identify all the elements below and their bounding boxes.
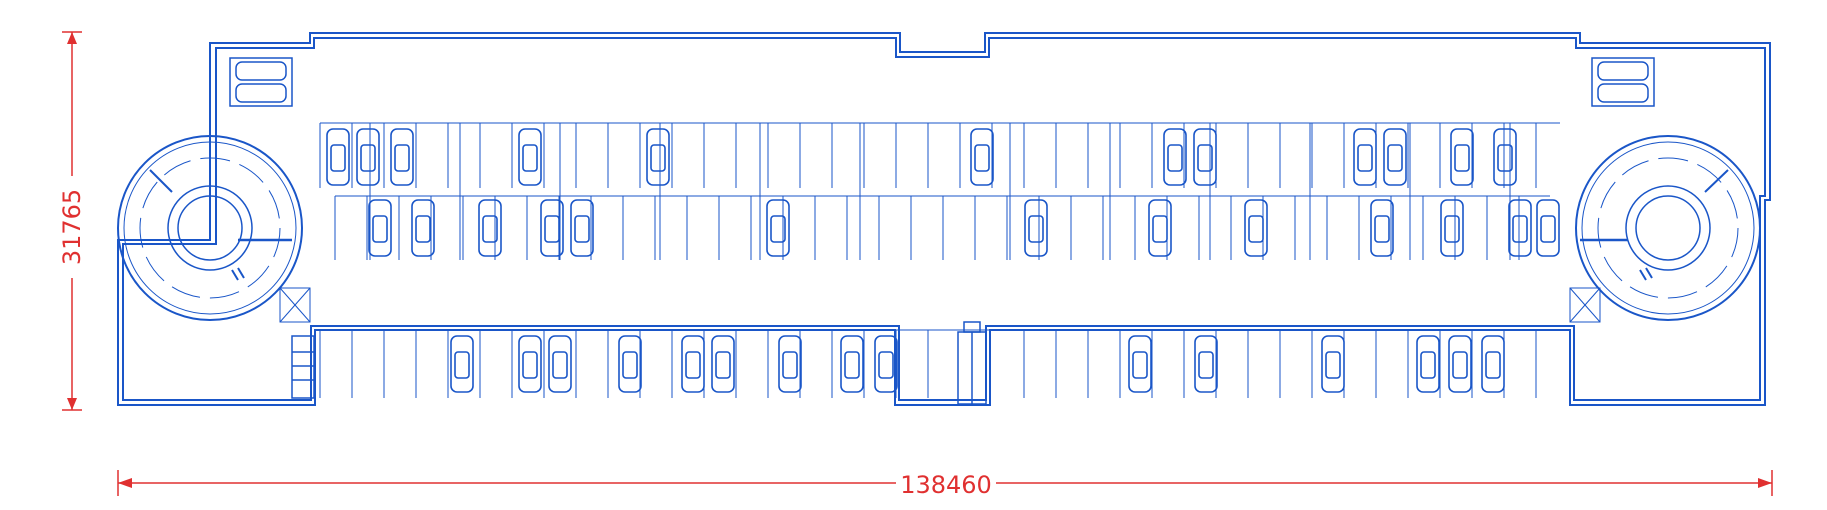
parked-car	[368, 199, 392, 257]
parked-car	[411, 199, 435, 257]
parked-car	[450, 335, 474, 393]
parked-car	[840, 335, 864, 393]
center-stair	[957, 321, 987, 405]
parked-car	[1508, 199, 1532, 257]
parked-car	[1244, 199, 1268, 257]
parked-car	[1193, 128, 1217, 186]
parked-car	[1321, 335, 1345, 393]
parked-car	[1370, 199, 1394, 257]
parked-car	[1416, 335, 1440, 393]
left-stair	[291, 335, 315, 399]
parked-car	[681, 335, 705, 393]
parked-car	[548, 335, 572, 393]
parked-car	[778, 335, 802, 393]
parked-car	[518, 128, 542, 186]
parked-car	[1493, 128, 1517, 186]
parked-car	[1024, 199, 1048, 257]
parked-car	[478, 199, 502, 257]
parked-car	[1148, 199, 1172, 257]
parked-car	[1481, 335, 1505, 393]
parked-cars	[326, 128, 1560, 393]
parked-car	[1448, 335, 1472, 393]
parked-car	[1128, 335, 1152, 393]
building-outline	[117, 32, 1771, 406]
parked-car	[646, 128, 670, 186]
parking-stalls	[319, 122, 1560, 398]
parked-car	[766, 199, 790, 257]
right-spiral-ramp	[1569, 135, 1761, 323]
parked-car	[711, 335, 735, 393]
parked-car	[326, 128, 350, 186]
parked-car	[1536, 199, 1560, 257]
parked-car	[1440, 199, 1464, 257]
parked-car	[874, 335, 898, 393]
left-corner-pocket	[229, 57, 293, 107]
parked-car	[356, 128, 380, 186]
parked-car	[1194, 335, 1218, 393]
parked-car	[570, 199, 594, 257]
left-spiral-ramp	[117, 135, 311, 323]
parked-car	[540, 199, 564, 257]
parked-car	[970, 128, 994, 186]
parked-car	[1163, 128, 1187, 186]
right-corner-pocket	[1591, 57, 1655, 107]
parked-car	[1450, 128, 1474, 186]
parked-car	[1353, 128, 1377, 186]
parked-car	[1383, 128, 1407, 186]
height-dimension-label: 31765	[58, 189, 86, 265]
parked-car	[618, 335, 642, 393]
width-dimension-label: 138460	[900, 471, 992, 499]
parked-car	[518, 335, 542, 393]
parked-car	[390, 128, 414, 186]
